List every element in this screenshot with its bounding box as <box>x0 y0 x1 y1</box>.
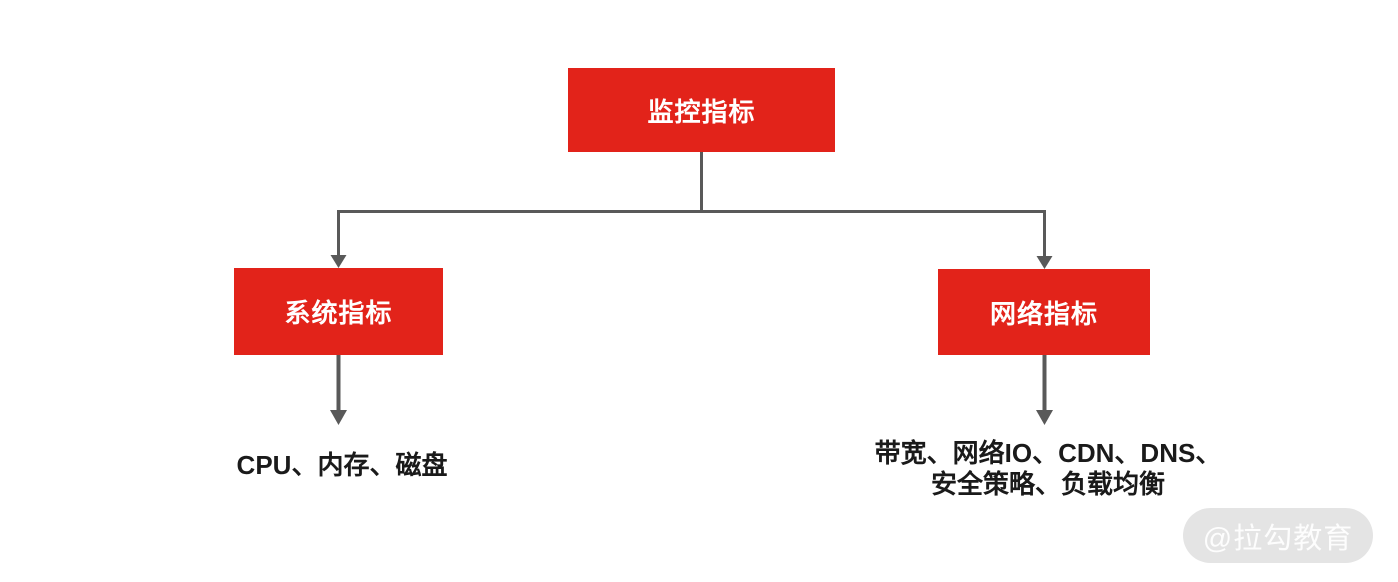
leaf-network-items-line2: 安全策略、负载均衡 <box>930 469 1165 499</box>
node-network-metrics: 网络指标 <box>938 269 1150 355</box>
leaf-system-items: CPU、内存、磁盘 <box>192 450 492 481</box>
arrowhead-network-leaf-icon <box>1036 410 1053 425</box>
node-system-label: 系统指标 <box>284 298 393 328</box>
watermark-label: @拉勾教育 <box>1202 522 1354 555</box>
arrowhead-system-leaf-icon <box>330 410 347 425</box>
node-system-metrics: 系统指标 <box>234 268 443 355</box>
node-root-label: 监控指标 <box>647 96 756 127</box>
arrowhead-to-network-icon <box>1036 256 1053 269</box>
node-network-label: 网络指标 <box>989 298 1098 329</box>
arrowhead-to-system-icon <box>330 255 347 268</box>
leaf-network-items-line1: 带宽、网络IO、CDN、DNS、 <box>874 438 1222 468</box>
node-root-monitoring-metrics: 监控指标 <box>568 68 835 152</box>
watermark-badge: @拉勾教育 <box>1183 508 1373 563</box>
leaf-system-items-text: CPU、内存、磁盘 <box>236 450 448 480</box>
leaf-network-items: 带宽、网络IO、CDN、DNS、 安全策略、负载均衡 <box>848 438 1248 500</box>
